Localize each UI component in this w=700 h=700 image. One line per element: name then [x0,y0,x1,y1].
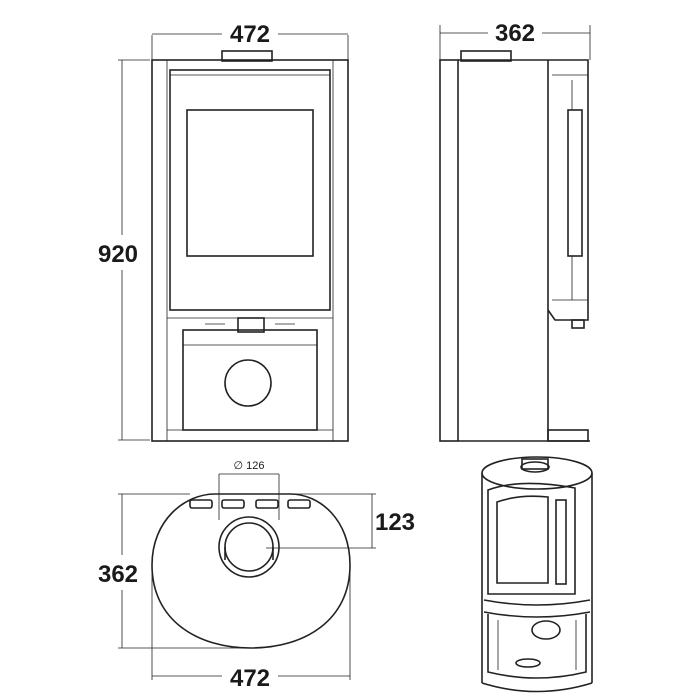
top-slot-3 [255,499,279,509]
front-latch [237,317,265,333]
perspective-door-handle [555,499,567,585]
top-slot-2 [221,499,245,509]
perspective-band-top [483,599,591,606]
flue-diameter-label: ∅ 126 [234,460,265,472]
flue-offset-label: 123 [375,509,415,536]
top-depth-label: 362 [98,561,138,588]
side-back-panel [439,59,459,442]
side-door-profile [547,59,589,321]
top-slot-1 [189,499,213,509]
perspective-flue [521,458,549,470]
perspective-door [487,482,576,595]
side-door-handle [567,109,583,257]
front-door-glass [186,109,314,257]
perspective-view [481,456,593,693]
side-base-step [547,429,589,442]
perspective-door-glass [496,495,549,584]
top-width-label: 472 [230,665,270,692]
front-flue-collar [221,50,273,62]
front-air-inlet [224,359,272,407]
front-door [169,69,331,311]
top-slot-4 [287,499,311,509]
flue-inner-ring [224,522,274,572]
front-body-outline [151,59,349,442]
front-view: 472 920 [98,21,349,442]
perspective-band-bottom [483,611,591,618]
perspective-flue-top [520,461,550,473]
side-flue-collar [460,50,512,62]
perspective-floor-hole [515,658,541,668]
top-view: ∅ 126 123 362 472 [98,460,415,692]
side-depth-label: 362 [495,20,535,47]
front-width-label: 472 [230,21,270,48]
perspective-air-inlet [531,620,561,640]
perspective-log-store [487,614,587,679]
side-latch [571,319,585,329]
front-height-label: 920 [98,241,138,268]
side-view: 362 [439,20,591,442]
flue-outer-ring [218,516,280,578]
perspective-bottom [481,682,593,693]
